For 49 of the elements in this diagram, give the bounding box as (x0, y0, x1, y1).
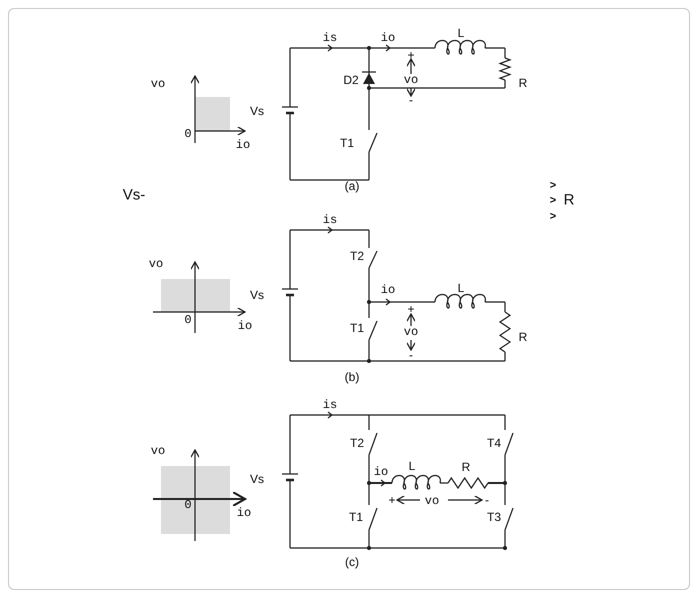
polarity-sign: - (409, 94, 413, 106)
axis-label: io (236, 139, 250, 151)
figure-caption: (b) (344, 371, 360, 383)
component-label: T2 (350, 250, 364, 262)
chevron-mark: > (550, 212, 556, 222)
polarity-sign: + (408, 303, 414, 315)
polarity-sign: - (409, 349, 413, 361)
source-label: Vs (250, 105, 264, 117)
current-label: io (374, 466, 388, 478)
component-label: T3 (487, 511, 501, 523)
polarity-sign: - (485, 494, 489, 506)
axis-label: io (236, 507, 252, 519)
component-label: T4 (487, 437, 501, 449)
polarity-sign: + (408, 49, 414, 61)
origin-label: 0 (184, 499, 192, 511)
chevron-mark: > (550, 196, 556, 206)
axis-label: vo (148, 258, 164, 270)
stray-text: R (564, 192, 574, 208)
current-label: io (380, 32, 396, 44)
component-label: R (518, 77, 528, 89)
current-label: is (322, 32, 338, 44)
polarity-sign: + (388, 494, 396, 506)
voltage-label: vo (424, 495, 440, 507)
chevron-mark: > (550, 180, 556, 192)
component-label: T1 (350, 322, 364, 334)
component-label: D2 (343, 74, 359, 86)
component-label: R (518, 331, 528, 343)
source-label: Vs (250, 473, 264, 485)
component-label: L (408, 460, 416, 472)
component-label: L (458, 282, 464, 294)
stray-text: Vs- (122, 188, 146, 202)
current-label: io (380, 284, 396, 296)
origin-label: 0 (184, 314, 192, 326)
origin-label: 0 (184, 128, 192, 140)
component-label: L (458, 27, 464, 39)
voltage-label: vo (404, 74, 418, 86)
axis-label: vo (150, 445, 166, 457)
figure-caption: (c) (345, 556, 359, 568)
component-label: R (462, 461, 470, 473)
voltage-label: vo (404, 326, 418, 338)
current-label: is (322, 214, 338, 226)
current-label: is (322, 399, 338, 411)
figure-caption: (a) (344, 180, 360, 192)
component-label: T1 (349, 511, 363, 523)
axis-label: vo (150, 78, 166, 90)
component-label: T2 (350, 437, 364, 449)
component-label: T1 (340, 137, 354, 149)
axis-label: io (238, 320, 252, 332)
source-label: Vs (250, 289, 264, 301)
